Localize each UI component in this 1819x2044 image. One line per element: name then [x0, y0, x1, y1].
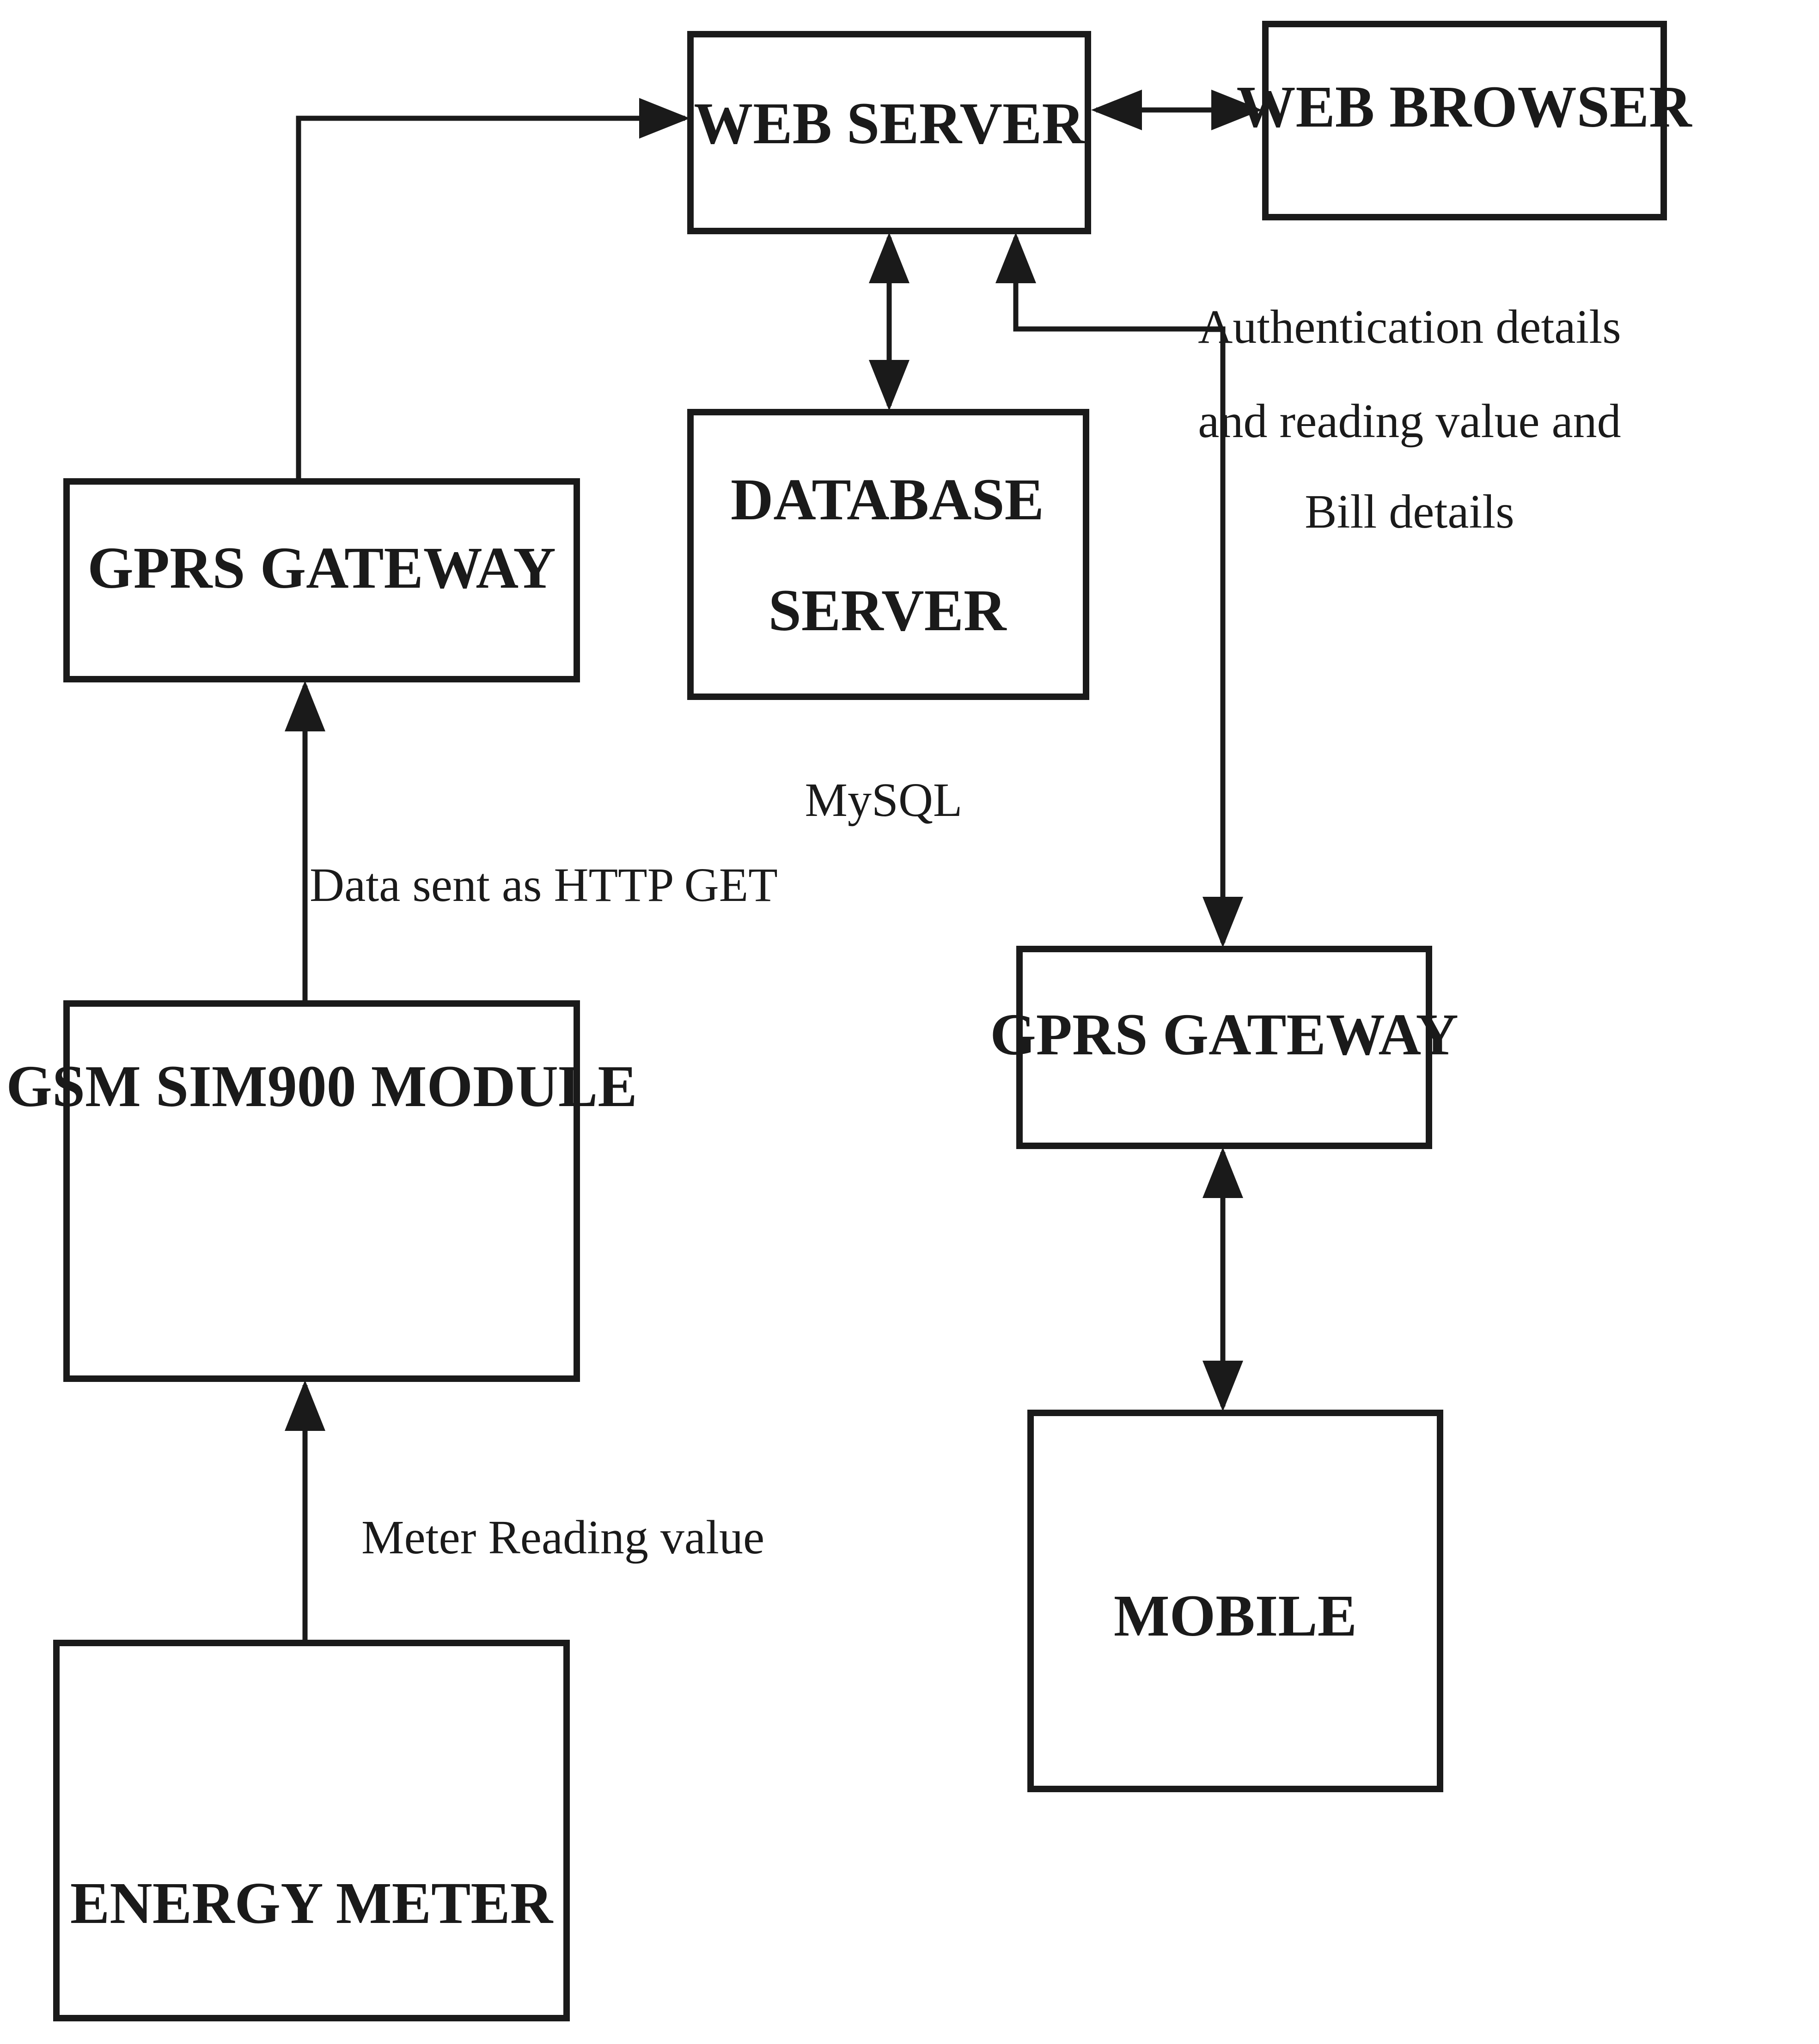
- web-browser-node: WEB BROWSER: [1236, 21, 1692, 220]
- gprs-gateway-left-node: GPRS GATEWAY: [63, 478, 580, 682]
- arrow-gprs-left-to-web-server: [296, 98, 690, 481]
- meter-reading-note: Meter Reading value: [361, 1511, 764, 1564]
- mobile-node: MOBILE: [1027, 1410, 1443, 1792]
- gprs-gateway-right-label: GPRS GATEWAY: [990, 1002, 1459, 1067]
- mobile-label: MOBILE: [1114, 1583, 1357, 1649]
- auth-details-note-line3: Bill details: [1305, 485, 1514, 538]
- web-server-node: WEB SERVER: [687, 31, 1091, 234]
- database-server-node: DATABASE SERVER: [687, 409, 1089, 700]
- database-server-label-line1: DATABASE: [731, 467, 1044, 532]
- gsm-module-label: GSM SIM900 MODULE: [6, 1053, 637, 1119]
- gsm-module-node: GSM SIM900 MODULE: [6, 1000, 637, 1382]
- web-server-label: WEB SERVER: [694, 91, 1085, 156]
- auth-details-note-line2: and reading value and: [1198, 395, 1621, 448]
- database-server-label-line2: SERVER: [769, 578, 1007, 643]
- web-browser-label: WEB BROWSER: [1236, 74, 1692, 140]
- gprs-gateway-left-label: GPRS GATEWAY: [87, 535, 556, 601]
- http-get-note: Data sent as HTTP GET: [310, 858, 778, 912]
- energy-meter-node: ENERGY METER: [53, 1640, 570, 2021]
- auth-details-note-line1: Authentication details: [1198, 300, 1621, 353]
- mysql-note: MySQL: [805, 773, 963, 827]
- energy-meter-label: ENERGY METER: [70, 1870, 554, 1936]
- arrow-web-server-gprs-right: [995, 232, 1243, 948]
- gprs-gateway-right-node: GPRS GATEWAY: [990, 946, 1459, 1149]
